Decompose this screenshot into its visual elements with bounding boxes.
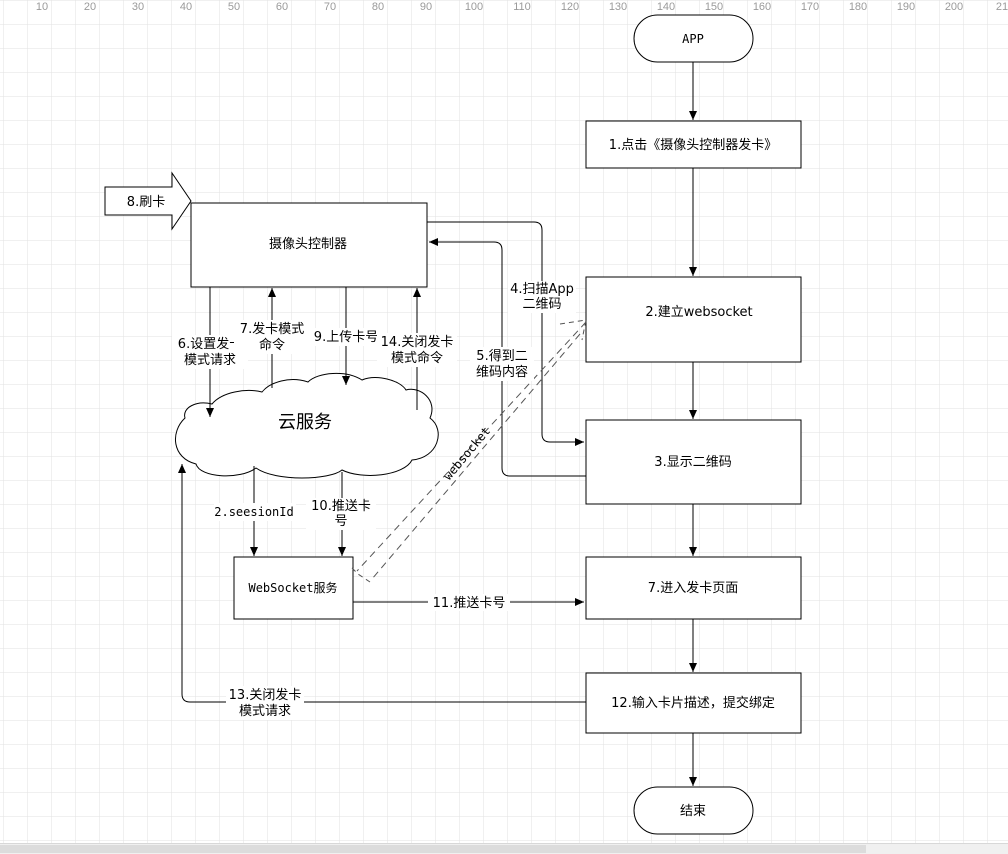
edge-2-label: 2.seesionId <box>214 505 293 519</box>
ruler-label: 120 <box>561 1 579 13</box>
ruler-label: 130 <box>609 1 627 13</box>
step12-label: 12.输入卡片描述，提交绑定 <box>611 695 775 711</box>
ruler-label: 30 <box>132 1 144 13</box>
ruler-label: 60 <box>276 1 288 13</box>
ruler-label: 20 <box>84 1 96 13</box>
ruler-label: 160 <box>753 1 771 13</box>
edge-7-label-line1: 7.发卡模式 <box>240 321 304 337</box>
swipe-card-label: 8.刷卡 <box>127 195 165 210</box>
edge-11-label: 11.推送卡号 <box>433 596 506 611</box>
edge-13-label-line2: 模式请求 <box>239 704 291 719</box>
ruler-label: 200 <box>945 1 963 13</box>
top-ruler: 10 20 30 40 50 60 70 80 90 100 110 120 130 140 150 160 1… <box>36 1 1008 13</box>
step7-label: 7.进入发卡页面 <box>648 580 738 596</box>
step12-box[interactable]: 12.输入卡片描述，提交绑定 <box>585 672 802 734</box>
ruler-label: 180 <box>849 1 867 13</box>
edge-13-line <box>178 464 586 703</box>
ruler-label: 21 <box>996 1 1008 13</box>
ruler-label: 70 <box>324 1 336 13</box>
edge-13-label-line1: 13.关闭发卡 <box>229 687 302 703</box>
ruler-label: 50 <box>228 1 240 13</box>
ruler-label: 90 <box>420 1 432 13</box>
horizontal-scrollbar[interactable] <box>0 843 1008 854</box>
ruler-label: 140 <box>657 1 675 13</box>
step3-box[interactable]: 3.显示二维码 <box>585 419 802 505</box>
step1-label: 1.点击《摄像头控制器发卡》 <box>609 137 777 153</box>
ruler-label: 110 <box>513 1 531 13</box>
edge-5-label-line1: 5.得到二 <box>476 348 527 364</box>
horizontal-scrollbar-thumb[interactable] <box>0 845 866 853</box>
websocket-service-label: WebSocket服务 <box>248 580 337 595</box>
ruler-label: 10 <box>36 1 48 13</box>
edge-7-label-line2: 命令 <box>259 337 285 353</box>
edge-14-label-line2: 模式命令 <box>391 350 443 366</box>
ruler-label: 170 <box>801 1 819 13</box>
app-label: APP <box>682 32 704 46</box>
edge-4-label-line1: 4.扫描App <box>510 282 574 297</box>
step3-label: 3.显示二维码 <box>654 455 731 470</box>
ruler-label: 40 <box>180 1 192 13</box>
step2-box[interactable]: 2.建立websocket <box>585 276 802 363</box>
edge-4-line <box>427 221 584 446</box>
edge-10-label-line1: 10.推送卡 <box>311 499 371 514</box>
edge-9-label: 9.上传卡号 <box>314 330 378 345</box>
websocket-service-box[interactable]: WebSocket服务 <box>233 556 354 620</box>
edge-4-label-line2: 二维码 <box>522 297 561 312</box>
edge-5-label-line2: 维码内容 <box>476 364 528 380</box>
end-terminator[interactable]: 结束 <box>633 786 754 835</box>
end-label: 结束 <box>680 804 706 819</box>
ruler-label: 190 <box>897 1 915 13</box>
edge-6-label-line1: 6.设置发卡 <box>178 336 242 352</box>
camera-controller-label: 摄像头控制器 <box>269 237 347 252</box>
app-terminator[interactable]: APP <box>633 14 754 63</box>
cloud-service[interactable]: 云服务 <box>175 373 439 479</box>
step2-label: 2.建立websocket <box>645 305 752 320</box>
edge-6-label-line2: 模式请求 <box>184 353 236 368</box>
step7-box[interactable]: 7.进入发卡页面 <box>585 556 802 620</box>
swipe-card-arrow[interactable]: 8.刷卡 <box>104 171 192 231</box>
cloud-label: 云服务 <box>278 412 332 433</box>
camera-controller-box[interactable]: 摄像头控制器 <box>190 202 428 288</box>
ruler-label: 100 <box>465 1 483 13</box>
ruler-label: 150 <box>705 1 723 13</box>
edge-14-label-line1: 14.关闭发卡 <box>381 334 454 350</box>
ruler-label: 80 <box>372 1 384 13</box>
edge-10-label-line2: 号 <box>334 514 347 529</box>
step1-box[interactable]: 1.点击《摄像头控制器发卡》 <box>585 120 802 169</box>
